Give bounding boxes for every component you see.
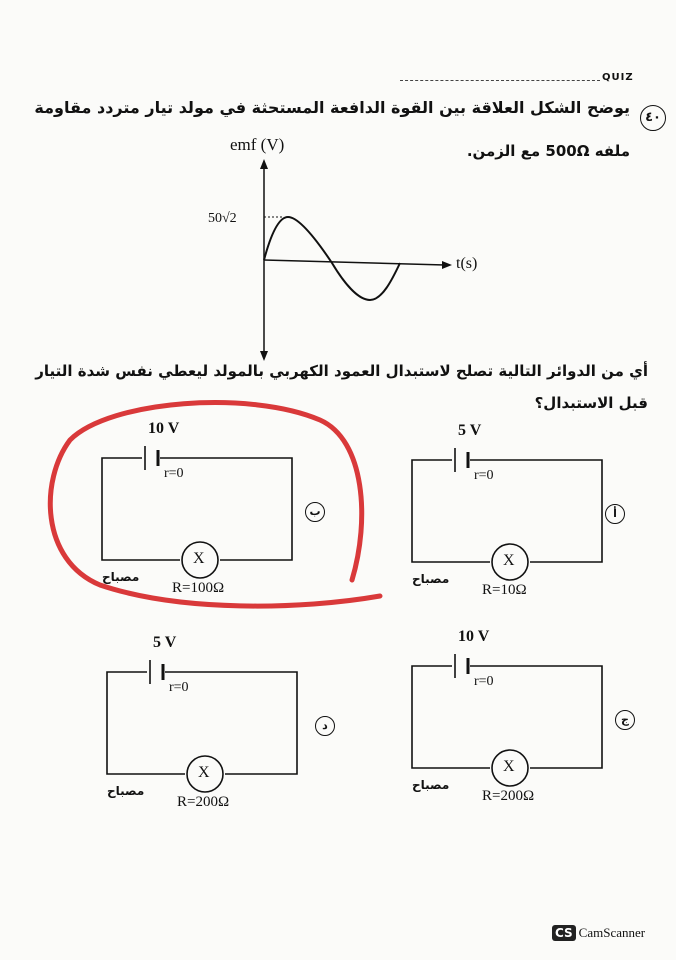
question-line-1: يوضح الشكل العلاقة بين القوة الدافعة الم…: [34, 98, 630, 117]
internal-resistance: r=0: [474, 468, 494, 483]
option-label[interactable]: د: [315, 716, 335, 736]
emf-graph: emf (V) 50√2 t(s): [200, 135, 500, 365]
graph-plot: [260, 159, 452, 361]
camscanner-badge: CS: [552, 925, 576, 941]
battery-voltage: 5 V: [458, 422, 482, 439]
load-resistance: R=200Ω: [177, 794, 230, 810]
camscanner-watermark: CS CamScanner: [552, 925, 645, 941]
circuit-option: 10 V r=0 X مصباح R=200Ω: [410, 628, 610, 804]
battery-voltage: 10 V: [148, 420, 180, 437]
circuit-option: 5 V r=0 X مصباح R=200Ω: [105, 634, 305, 810]
circuit-diagram: [411, 654, 603, 787]
option-label[interactable]: ج: [615, 710, 635, 730]
battery-voltage: 10 V: [458, 628, 490, 645]
option-label[interactable]: ب: [305, 502, 325, 522]
question-number: ٤٠: [640, 105, 666, 131]
battery-voltage: 5 V: [153, 634, 177, 651]
load-resistance: R=100Ω: [172, 580, 225, 596]
lamp-label: مصباح: [102, 570, 140, 584]
lamp-label: مصباح: [412, 778, 450, 792]
option-label[interactable]: أ: [605, 504, 625, 524]
peak-label: 50√2: [208, 211, 237, 226]
lamp-label: مصباح: [412, 572, 450, 586]
camscanner-brand: CamScanner: [578, 925, 646, 940]
internal-resistance: r=0: [164, 466, 184, 481]
x-axis-label: t(s): [456, 255, 478, 272]
question-line-3: أي من الدوائر التالية تصلح لاستبدال العم…: [35, 362, 648, 380]
lamp-icon: X: [503, 758, 515, 775]
internal-resistance: r=0: [169, 680, 189, 695]
lamp-icon: X: [198, 764, 210, 781]
circuit-diagram: [411, 448, 603, 581]
lamp-label: مصباح: [107, 784, 145, 798]
lamp-icon: X: [503, 552, 515, 569]
circuit-diagram: [106, 660, 298, 793]
lamp-icon: X: [193, 550, 205, 567]
question-line-4: قبل الاستبدال؟: [534, 394, 648, 412]
circuit-option: 5 V r=0 X مصباح R=10Ω: [410, 422, 610, 598]
load-resistance: R=10Ω: [482, 582, 527, 598]
top-rule: [400, 80, 600, 81]
logo: QUIZ: [602, 72, 634, 83]
circuit-option: 10 V r=0 X مصباح R=100Ω: [100, 420, 300, 596]
internal-resistance: r=0: [474, 674, 494, 689]
y-axis-label: emf (V): [230, 135, 285, 154]
load-resistance: R=200Ω: [482, 788, 535, 804]
question-line-2: ملفه 500Ω مع الزمن.: [466, 142, 630, 160]
